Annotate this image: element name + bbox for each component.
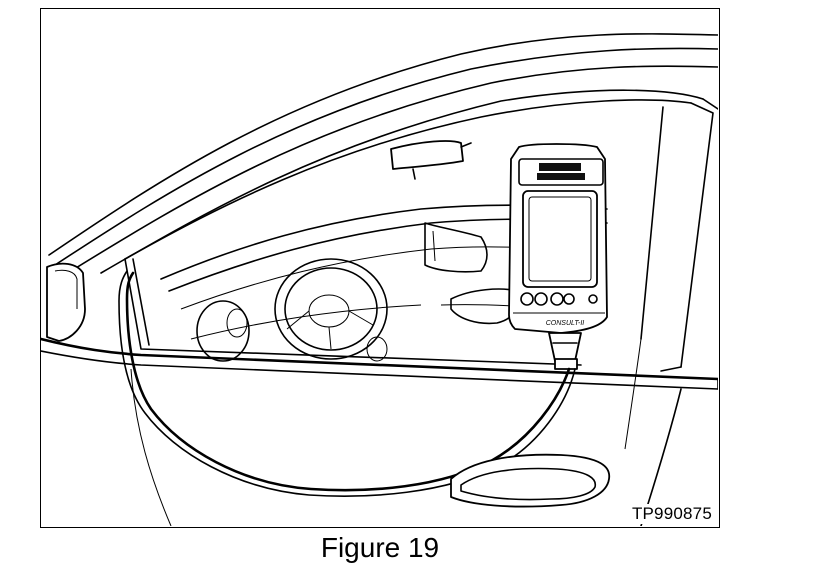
figure-id-label: TP990875 bbox=[629, 504, 714, 524]
roof-line bbox=[48, 33, 718, 274]
figure-caption: Figure 19 bbox=[320, 532, 440, 563]
device-brand-label: CONSULT-II bbox=[546, 320, 585, 327]
door-sill bbox=[41, 337, 718, 526]
consult-device: CONSULT-II bbox=[508, 143, 608, 370]
figure-frame: CONSULT-II TP990875 bbox=[40, 8, 720, 528]
door-seams bbox=[130, 338, 642, 526]
side-mirror bbox=[46, 262, 86, 342]
door-handle bbox=[450, 453, 611, 508]
rear-view-mirror bbox=[390, 140, 472, 180]
car-door-illustration: CONSULT-II bbox=[41, 33, 718, 526]
steering-wheel bbox=[196, 258, 388, 362]
window-frame bbox=[124, 98, 718, 372]
